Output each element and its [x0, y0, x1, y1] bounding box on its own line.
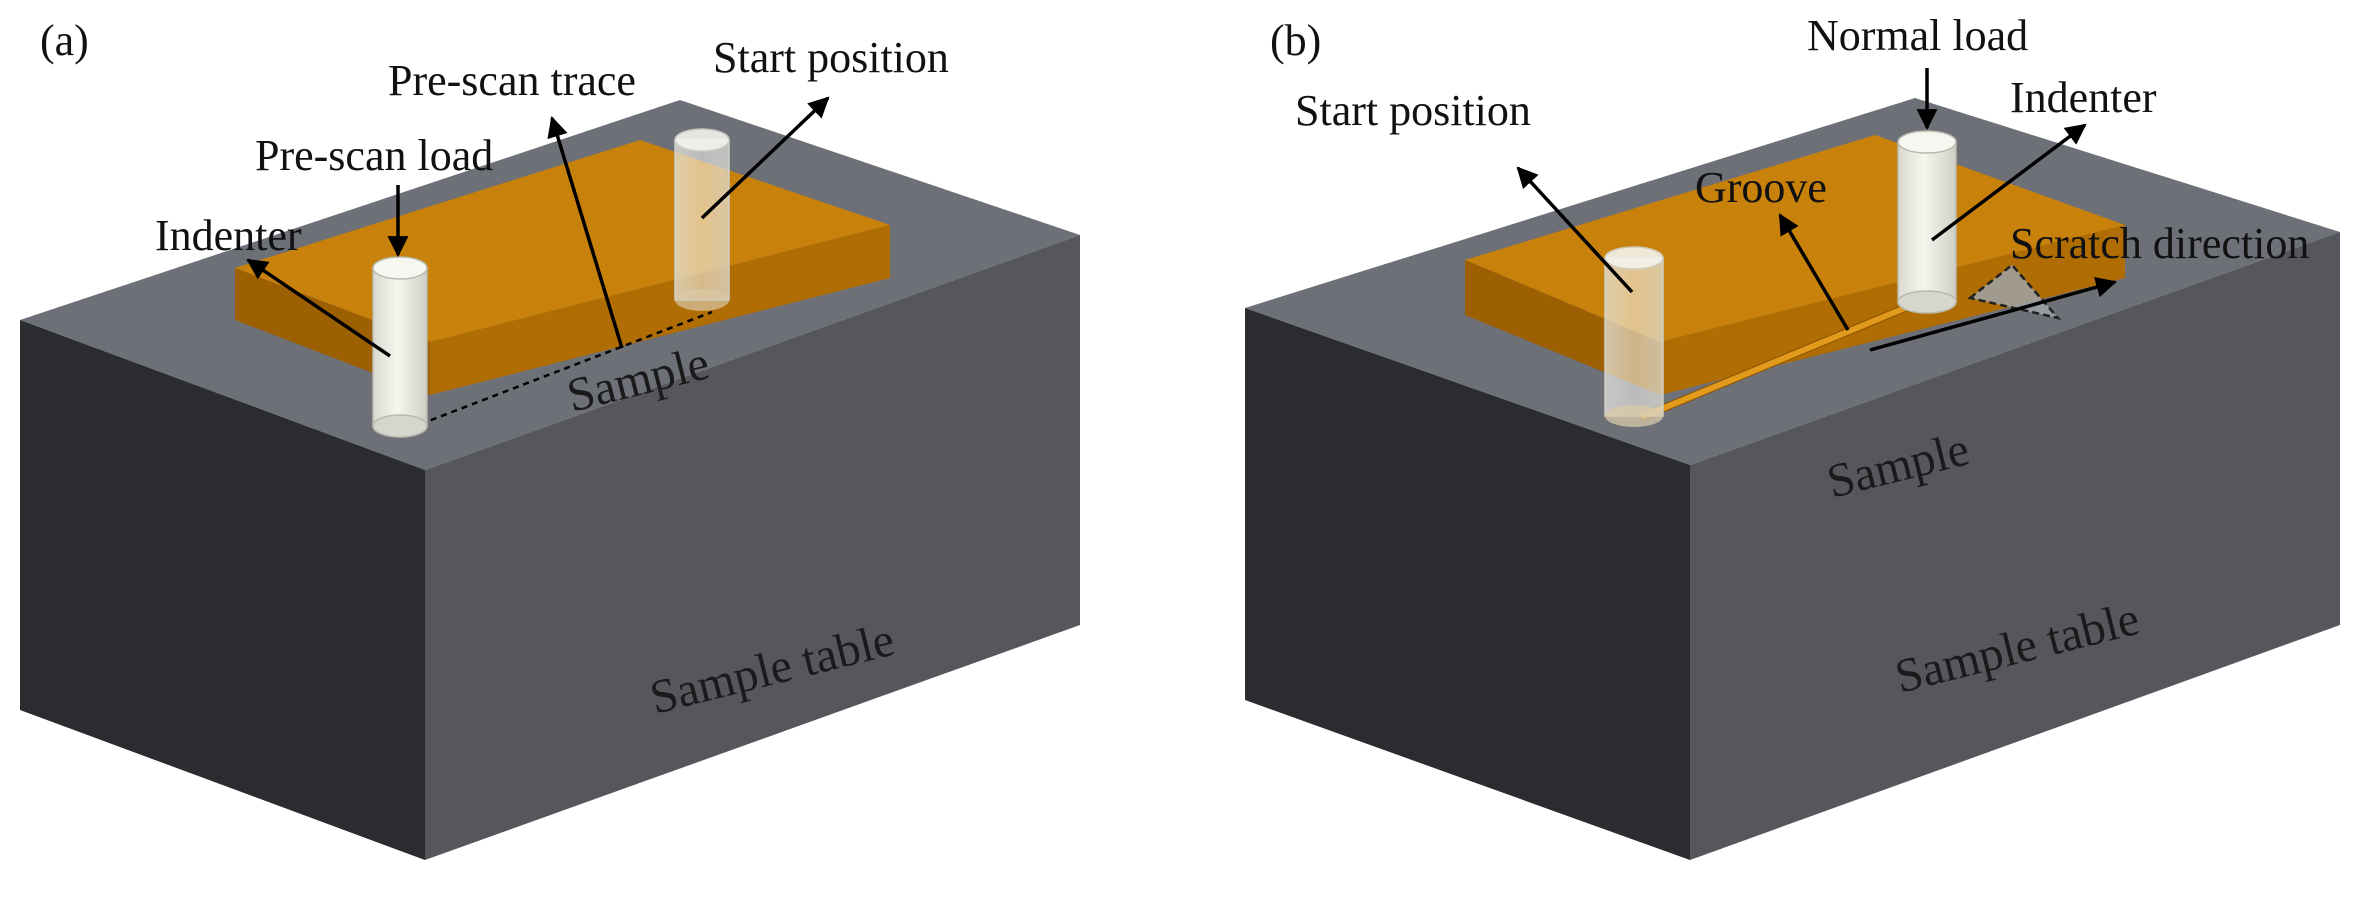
ghost-indenter-a: [674, 128, 730, 311]
ghost-indenter-b: [1604, 246, 1664, 427]
label-groove: Groove: [1695, 163, 1827, 212]
panel-b: (b) Start position: [1245, 11, 2340, 860]
arrow-start-position-b: [1516, 166, 1634, 294]
sample-table-right-face: [1690, 232, 2340, 860]
label-scratch-direction: Scratch direction: [2010, 219, 2309, 268]
panel-a-tag: (a): [40, 16, 89, 65]
arrow-prescan-trace: [547, 115, 624, 349]
arrow-scratch-direction: [1869, 276, 2118, 352]
label-normal-load: Normal load: [1807, 11, 2028, 60]
label-prescan-load: Pre-scan load: [255, 131, 493, 180]
label-indenter-a: Indenter: [155, 211, 302, 260]
label-indenter-b: Indenter: [2010, 73, 2157, 122]
indenter-a: [372, 256, 428, 438]
arrow-groove: [1778, 213, 1850, 331]
sample-right-face: [430, 225, 890, 395]
arrow-start-position-a: [700, 96, 830, 220]
label-prescan-trace: Pre-scan trace: [388, 56, 636, 105]
label-start-position-a: Start position: [713, 33, 949, 82]
sample-table-right-face: [425, 235, 1080, 860]
indenter-b: [1897, 130, 1957, 314]
prescan-trace-line: [399, 310, 713, 434]
panel-a: (a) Indenter Pre-scan load: [20, 16, 1080, 860]
sample-table-left-face: [20, 320, 425, 860]
label-start-position-b: Start position: [1295, 86, 1531, 135]
arrow-indenter-b: [1930, 123, 2087, 242]
panel-b-tag: (b): [1270, 16, 1321, 65]
sample-table-left-face: [1245, 308, 1690, 860]
arrow-indenter-a: [246, 258, 391, 358]
